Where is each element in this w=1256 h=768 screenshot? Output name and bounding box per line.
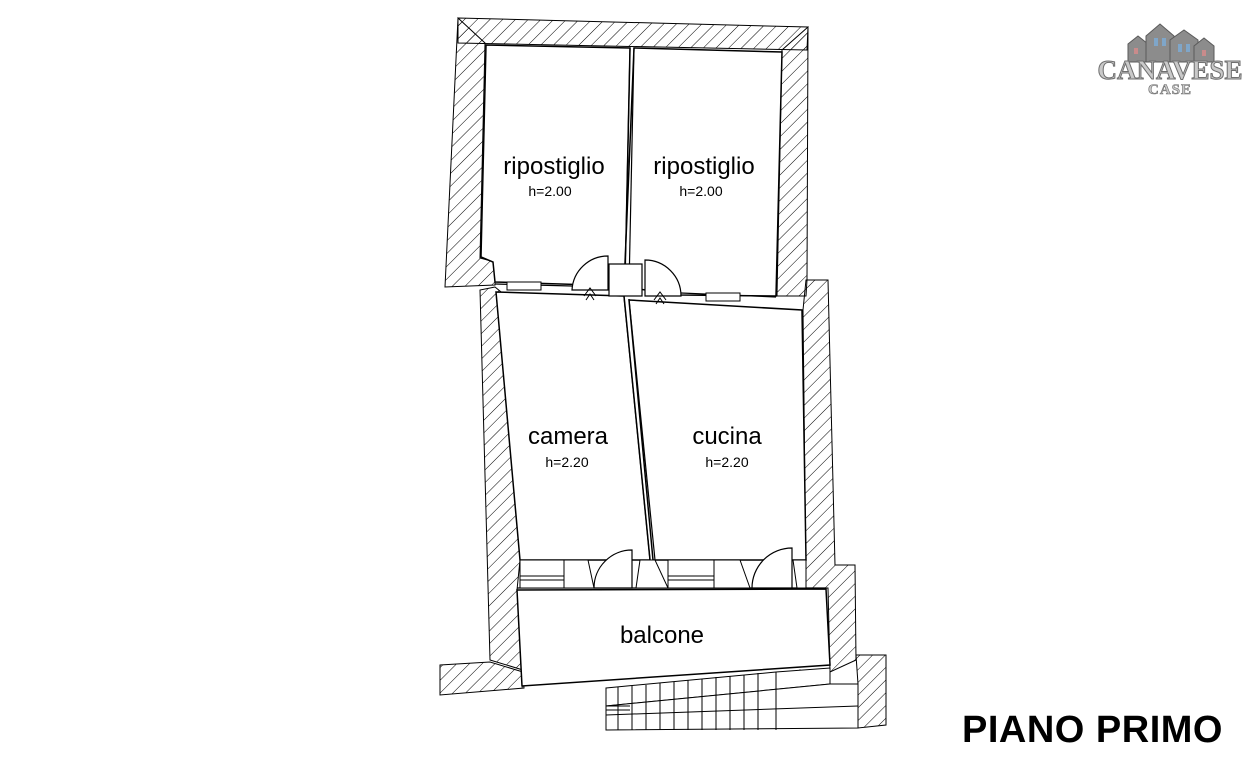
room-label-cucina: cucina [692, 423, 762, 450]
pillar-right [792, 559, 807, 589]
room-outlines [480, 44, 831, 687]
window-camera [519, 559, 565, 589]
stair-upper-run [605, 667, 831, 707]
door-cucina [751, 547, 793, 589]
window-ripostiglio [506, 281, 542, 291]
logo-brand-text: CANAVESE [1097, 55, 1243, 85]
doors [571, 255, 793, 589]
room-label-ripostiglio-left: ripostiglio [503, 153, 604, 180]
brand-logo: CANAVESE CASE [1094, 14, 1246, 100]
pillar-centre [635, 559, 669, 589]
logo-sub-text: CASE [1147, 82, 1192, 99]
room-height-ripostiglio-right: h=2.00 [679, 183, 722, 199]
corridor [608, 263, 643, 297]
divider-upper-inner [628, 47, 635, 288]
door-ripostiglio-right [644, 259, 682, 297]
divider-lower-inner [628, 298, 656, 561]
room-label-ripostiglio-right: ripostiglio [653, 153, 754, 180]
staircase [605, 667, 859, 731]
room-height-ripostiglio-left: h=2.00 [528, 183, 571, 199]
door-ripostiglio-left [571, 255, 609, 291]
window-cucina [667, 559, 715, 589]
wall-bottom-right [855, 654, 887, 729]
wall-upper-right [776, 25, 809, 297]
room-label-camera: camera [528, 423, 609, 450]
houses-icon [1127, 23, 1215, 63]
window-camera-jamb [563, 559, 595, 589]
room-label-balcone: balcone [620, 622, 704, 649]
room-height-cucina: h=2.20 [705, 454, 748, 470]
window-ripostiglio-right [705, 292, 741, 302]
windows [506, 281, 807, 589]
room-height-camera: h=2.20 [545, 454, 588, 470]
stair-treads [617, 672, 777, 730]
divider-upper [624, 47, 631, 287]
floor-title: PIANO PRIMO [962, 709, 1223, 751]
corridor-box [608, 263, 643, 297]
balcone-outline [516, 588, 831, 687]
divider-lower [623, 296, 651, 561]
room-labels: ripostiglio h=2.00 ripostiglio h=2.00 ca… [503, 153, 762, 649]
window-cucina-jamb [713, 559, 751, 589]
